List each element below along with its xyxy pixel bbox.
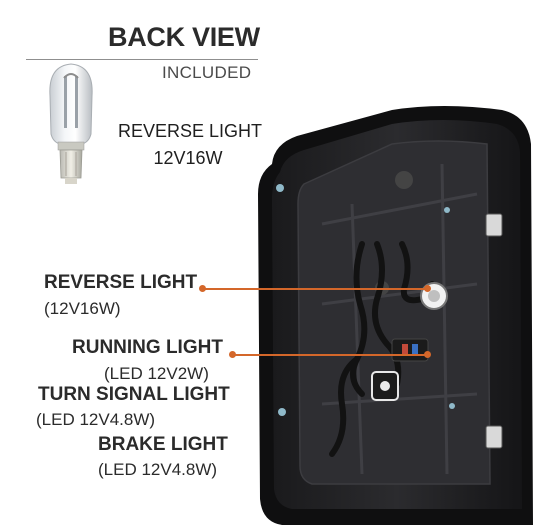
turn-signal-light-spec: (LED 12V4.8W)	[36, 410, 156, 429]
turn-signal-light-title: TURN SIGNAL LIGHT	[38, 384, 230, 405]
running-light-leader-dot	[229, 351, 236, 358]
brake-light-spec: (LED 12V4.8W)	[98, 460, 218, 479]
bulb-name: REVERSE LIGHT	[118, 121, 263, 141]
tail-lamp-image	[252, 104, 533, 525]
bulb-caption: REVERSE LIGHT 12V16W	[118, 118, 263, 172]
running-light-target-dot	[424, 351, 431, 358]
bulb-image	[36, 56, 106, 196]
brake-light-title: BRAKE LIGHT	[98, 434, 228, 455]
title-divider	[26, 59, 258, 60]
running-light-spec: (LED 12V2W)	[104, 364, 209, 383]
reverse-light-title: REVERSE LIGHT	[44, 272, 198, 293]
tail-lamp-back-icon	[258, 106, 533, 525]
reverse-light-leader-dot	[199, 285, 206, 292]
running-light-leader	[233, 354, 426, 356]
reverse-light-spec: (12V16W)	[44, 299, 121, 318]
included-label: INCLUDED	[162, 63, 252, 82]
reverse-light-leader	[203, 288, 425, 290]
running-light-title: RUNNING LIGHT	[72, 337, 223, 358]
reverse-light-target-dot	[424, 285, 431, 292]
bulb-spec: 12V16W	[153, 148, 223, 168]
bulb-icon	[49, 63, 93, 184]
page-title: BACK VIEW	[108, 22, 260, 52]
